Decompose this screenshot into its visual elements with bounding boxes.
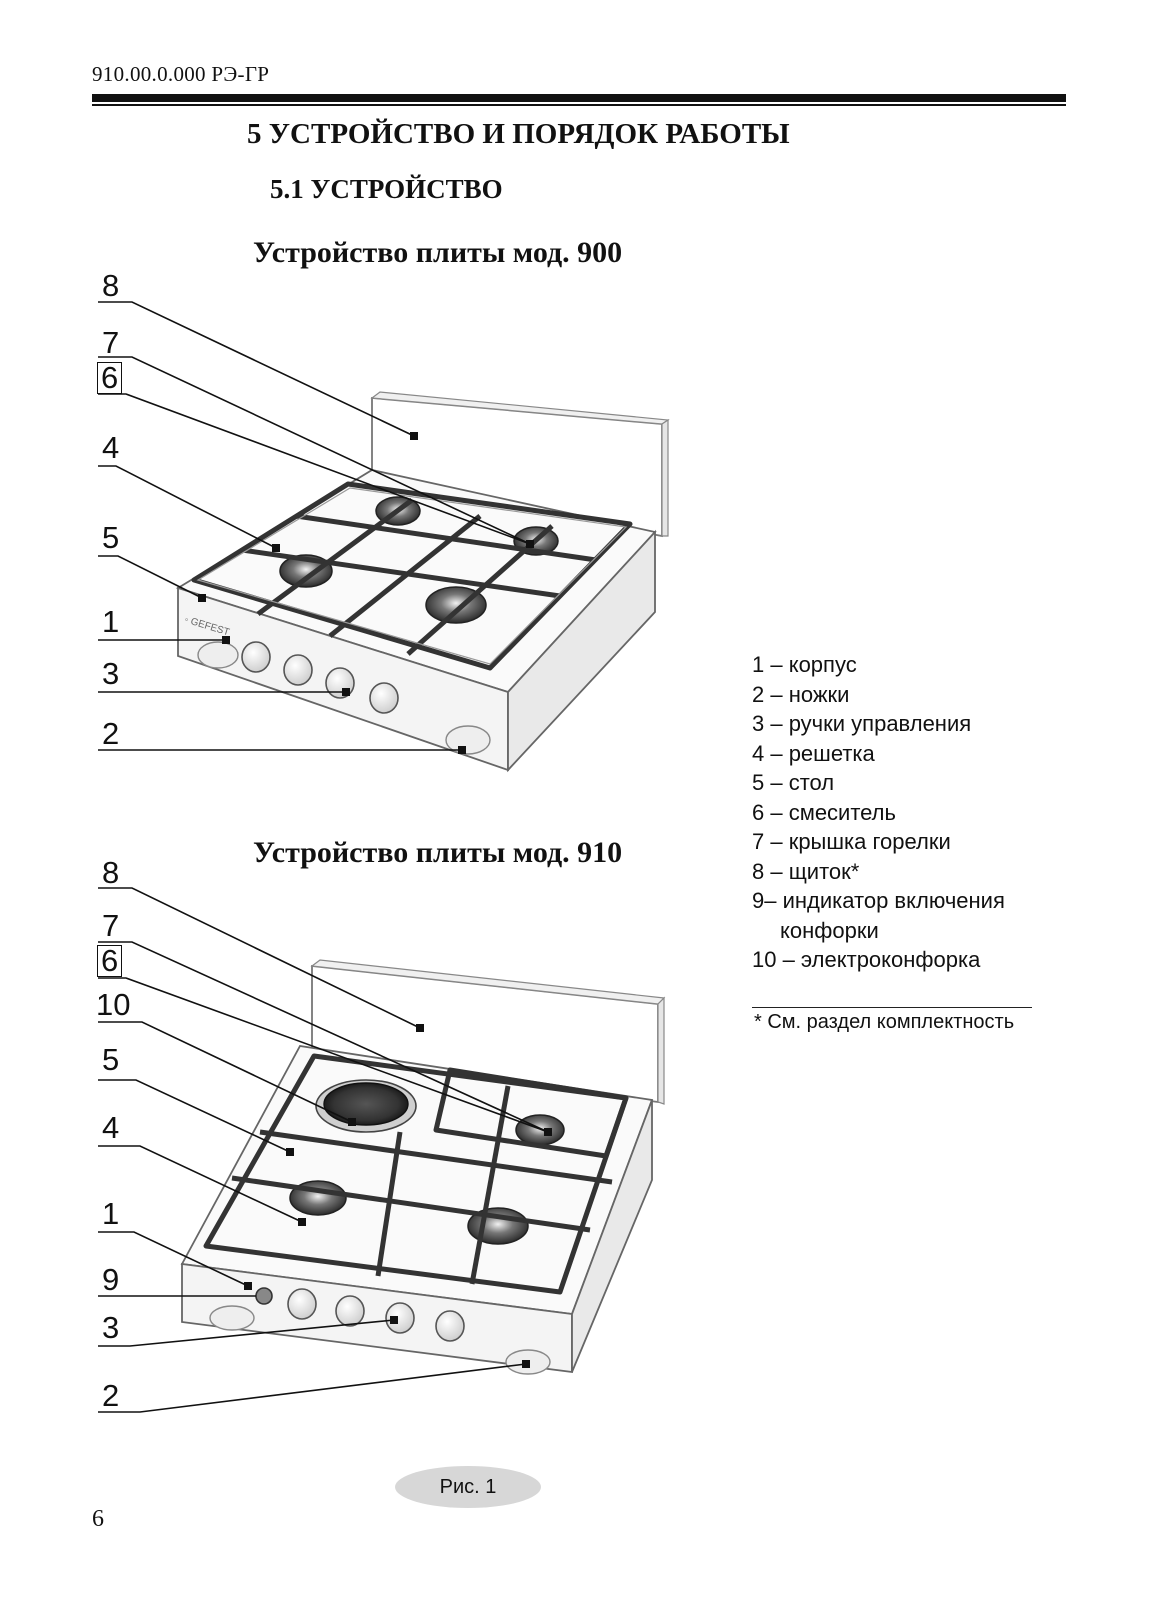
leader-900-5 [98,555,203,599]
leader-910-1 [98,1231,249,1287]
callout-910-7: 7 [102,908,120,943]
callout-910-5: 5 [102,1042,120,1077]
leader-910-5 [98,1079,291,1153]
figure-title-mod900: Устройство плиты мод. 900 [253,236,623,269]
callout-910-2: 2 [102,1378,120,1413]
callout-910-6: 6 [97,945,123,977]
leader-910-8 [98,887,421,1029]
callout-900-4: 4 [102,430,120,465]
legend-item-9-continued: конфорки [780,917,879,943]
callout-910-8: 8 [102,855,120,890]
leader-900-6 [98,393,531,545]
leader-910-2 [98,1363,527,1413]
document-code: 910.00.0.000 РЭ-ГР [92,62,270,86]
legend-item-5: 5 – стол [752,770,835,795]
callout-910-9: 9 [102,1262,120,1297]
callout-900-1: 1 [102,604,120,639]
callout-900-7: 7 [102,325,120,360]
legend-item-6: 6 – смеситель [752,799,896,825]
callout-900-5: 5 [102,520,120,555]
footnote: * См. раздел комплектность [754,1011,1015,1033]
leader-910-3 [98,1319,395,1347]
callout-900-3: 3 [102,656,120,691]
stove-mod900-image: ◦ GEFEST [175,391,670,773]
footnote-rule [752,1007,1032,1008]
legend-item-7: 7 – крышка горелки [752,829,951,854]
leader-910-10 [98,1021,353,1123]
page-number: 6 [92,1506,104,1532]
figure-title-mod910: Устройство плиты мод. 910 [253,836,623,869]
header-rule-thick [92,94,1066,102]
stove-mod910-image [180,959,666,1375]
legend-item-1: 1 – корпус [752,652,857,677]
leader-910-4 [98,1145,303,1223]
section-title: 5 УСТРОЙСТВО И ПОРЯДОК РАБОТЫ [247,118,790,150]
legend-item-8: 8 – щиток* [752,858,860,884]
callout-900-8: 8 [102,268,120,303]
leader-900-7 [98,356,531,545]
legend-item-10: 10 – электроконфорка [752,947,981,972]
leader-910-6 [98,977,549,1133]
legend-item-9: 9– индикатор включения [752,888,1005,913]
leader-900-8 [98,301,415,437]
callout-910-4: 4 [102,1110,120,1145]
figure-caption: Рис. 1 [395,1466,541,1508]
callout-900-2: 2 [102,716,120,751]
legend-item-3: 3 – ручки управления [752,711,972,736]
callout-910-1: 1 [102,1196,120,1231]
header-rule-thin [92,104,1066,106]
parts-legend: 1 – корпус 2 – ножки 3 – ручки управлени… [752,650,1005,975]
leader-910-7 [98,941,549,1133]
callout-910-3: 3 [102,1310,120,1345]
subsection-title: 5.1 УСТРОЙСТВО [270,174,503,204]
legend-item-4: 4 – решетка [752,740,875,766]
leader-900-4 [98,465,277,549]
callout-910-10: 10 [96,987,131,1022]
legend-item-2: 2 – ножки [752,681,850,707]
